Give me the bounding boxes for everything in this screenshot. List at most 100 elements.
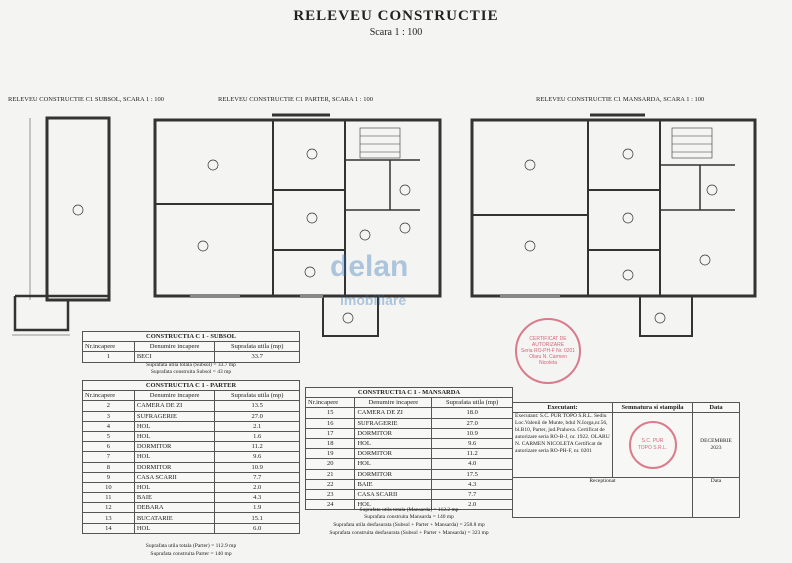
parter-cell-name: CASA SCARII: [133, 471, 216, 483]
stamp-line1: CERTIFICAT DE AUTORIZARE: [529, 336, 567, 348]
executant-date: DECEMBRIE 2023: [692, 412, 740, 479]
parter-cell-area: 4.3: [214, 492, 300, 504]
mansarda-cell-name: CASA SCARII: [354, 488, 433, 501]
parter-col-name: Denumire incapere: [133, 390, 216, 402]
mansarda-cell-area: 18.0: [431, 407, 513, 419]
parter-cell-nr: 8: [82, 461, 135, 473]
mansarda-cell-area: 11.2: [431, 448, 513, 460]
mansarda-cell-name: DORMITOR: [354, 427, 433, 439]
subsol-cell-area: 33.7: [214, 351, 300, 363]
parter-cell-name: BUCATARIE: [133, 512, 216, 524]
receptie-date: Data: [692, 477, 740, 519]
executant-col-exec: Executant:: [512, 401, 613, 414]
parter-cell-name: HOL: [133, 420, 216, 432]
parter-cell-name: HOL: [133, 522, 216, 534]
executant-table: Executant: Semnatura si stampila Data Ex…: [512, 401, 740, 519]
mansarda-total-desf-constr: Suprafata construita desfasurata (Subsol…: [329, 530, 489, 536]
parter-cell-area: 9.6: [214, 451, 300, 463]
parter-cell-name: HOL: [133, 481, 216, 494]
subsol-col-nr: Nr.incapere: [82, 341, 135, 353]
parter-cell-area: 7.7: [214, 471, 300, 483]
mansarda-table: CONSTRUCTIA C 1 - MANSARDA Nr.incapere D…: [304, 386, 513, 511]
parter-cell-area: 11.2: [214, 441, 300, 453]
parter-cell-nr: 12: [82, 502, 135, 514]
parter-cell-nr: 11: [82, 492, 135, 504]
parter-col-area: Suprafata utila (mp): [214, 390, 300, 402]
parter-cell-name: BAIE: [133, 492, 216, 504]
parter-cell-nr: 7: [82, 451, 135, 463]
mansarda-cell-name: BAIE: [354, 478, 433, 490]
mansarda-cell-area: 17.5: [431, 468, 513, 480]
stamp2-line1: S.C. PUR TOPO S.R.L.: [637, 438, 668, 452]
mansarda-cell-area: 4.3: [431, 478, 513, 490]
company-stamp: S.C. PUR TOPO S.R.L.: [628, 421, 677, 470]
parter-cell-nr: 6: [82, 441, 135, 453]
mansarda-cell-nr: 19: [304, 448, 356, 460]
parter-plan-title: RELEVEU CONSTRUCTIE C1 PARTER, SCARA 1 :…: [218, 96, 374, 103]
parter-cell-nr: 2: [82, 400, 135, 412]
mansarda-cell-nr: 17: [304, 427, 356, 439]
watermark-logo: delan: [330, 250, 409, 283]
subsol-cell-nr: 1: [82, 351, 135, 363]
stamp-line3: Olaru N. Carmen Nicoleta: [529, 354, 567, 366]
mansarda-cell-area: 4.0: [431, 458, 513, 470]
mansarda-cell-name: CAMERA DE ZI: [354, 407, 433, 419]
parter-cell-area: 27.0: [214, 410, 300, 422]
parter-table-title: CONSTRUCTIA C 1 - PARTER: [82, 379, 300, 392]
parter-cell-nr: 3: [82, 410, 135, 422]
mansarda-total-desf-util: Suprafata utila desfasurata (Subsol + Pa…: [333, 522, 485, 528]
mansarda-cell-nr: 15: [304, 407, 356, 419]
parter-cell-name: CAMERA DE ZI: [133, 400, 216, 412]
parter-cell-name: DORMITOR: [133, 441, 216, 453]
subsol-plan-title: RELEVEU CONSTRUCTIE C1 SUBSOL, SCARA 1 :…: [8, 96, 165, 103]
mansarda-col-nr: Nr.incapere: [304, 397, 356, 409]
mansarda-cell-name: DORMITOR: [354, 448, 433, 460]
parter-total-util: Suprafata utila totala (Parter) = 112.9 …: [145, 543, 237, 549]
parter-cell-area: 2.0: [214, 481, 300, 494]
mansarda-cell-nr: 24: [304, 499, 356, 511]
mansarda-total-constr: Suprafata construita Mansarda = 140 mp: [364, 514, 454, 520]
subsol-plan: [12, 116, 111, 336]
parter-cell-area: 15.1: [214, 512, 300, 524]
mansarda-cell-area: 10.9: [431, 427, 513, 439]
subsol-table: CONSTRUCTIA C 1 - SUBSOL Nr.incapere Den…: [82, 330, 300, 363]
mansarda-plan: [470, 113, 757, 337]
parter-cell-nr: 5: [82, 430, 135, 443]
parter-cell-area: 6.0: [214, 522, 300, 534]
parter-total-constr: Suprafata construita Parter = 140 mp: [150, 551, 232, 557]
executant-col-sign: Semnatura si stampila: [612, 401, 693, 414]
parter-cell-area: 2.1: [214, 420, 300, 432]
mansarda-cell-nr: 20: [304, 458, 356, 470]
room-markers: [72, 148, 718, 324]
watermark-sub: imobiliare: [340, 292, 407, 308]
mansarda-cell-area: 27.0: [431, 417, 513, 429]
parter-col-nr: Nr.incapere: [82, 390, 135, 402]
parter-cell-nr: 14: [82, 522, 135, 534]
parter-plan: [153, 113, 442, 337]
mansarda-cell-nr: 16: [304, 417, 356, 429]
parter-cell-area: 1.9: [214, 502, 300, 514]
mansarda-cell-nr: 21: [304, 468, 356, 480]
mansarda-cell-nr: 23: [304, 488, 356, 501]
parter-cell-area: 10.9: [214, 461, 300, 473]
